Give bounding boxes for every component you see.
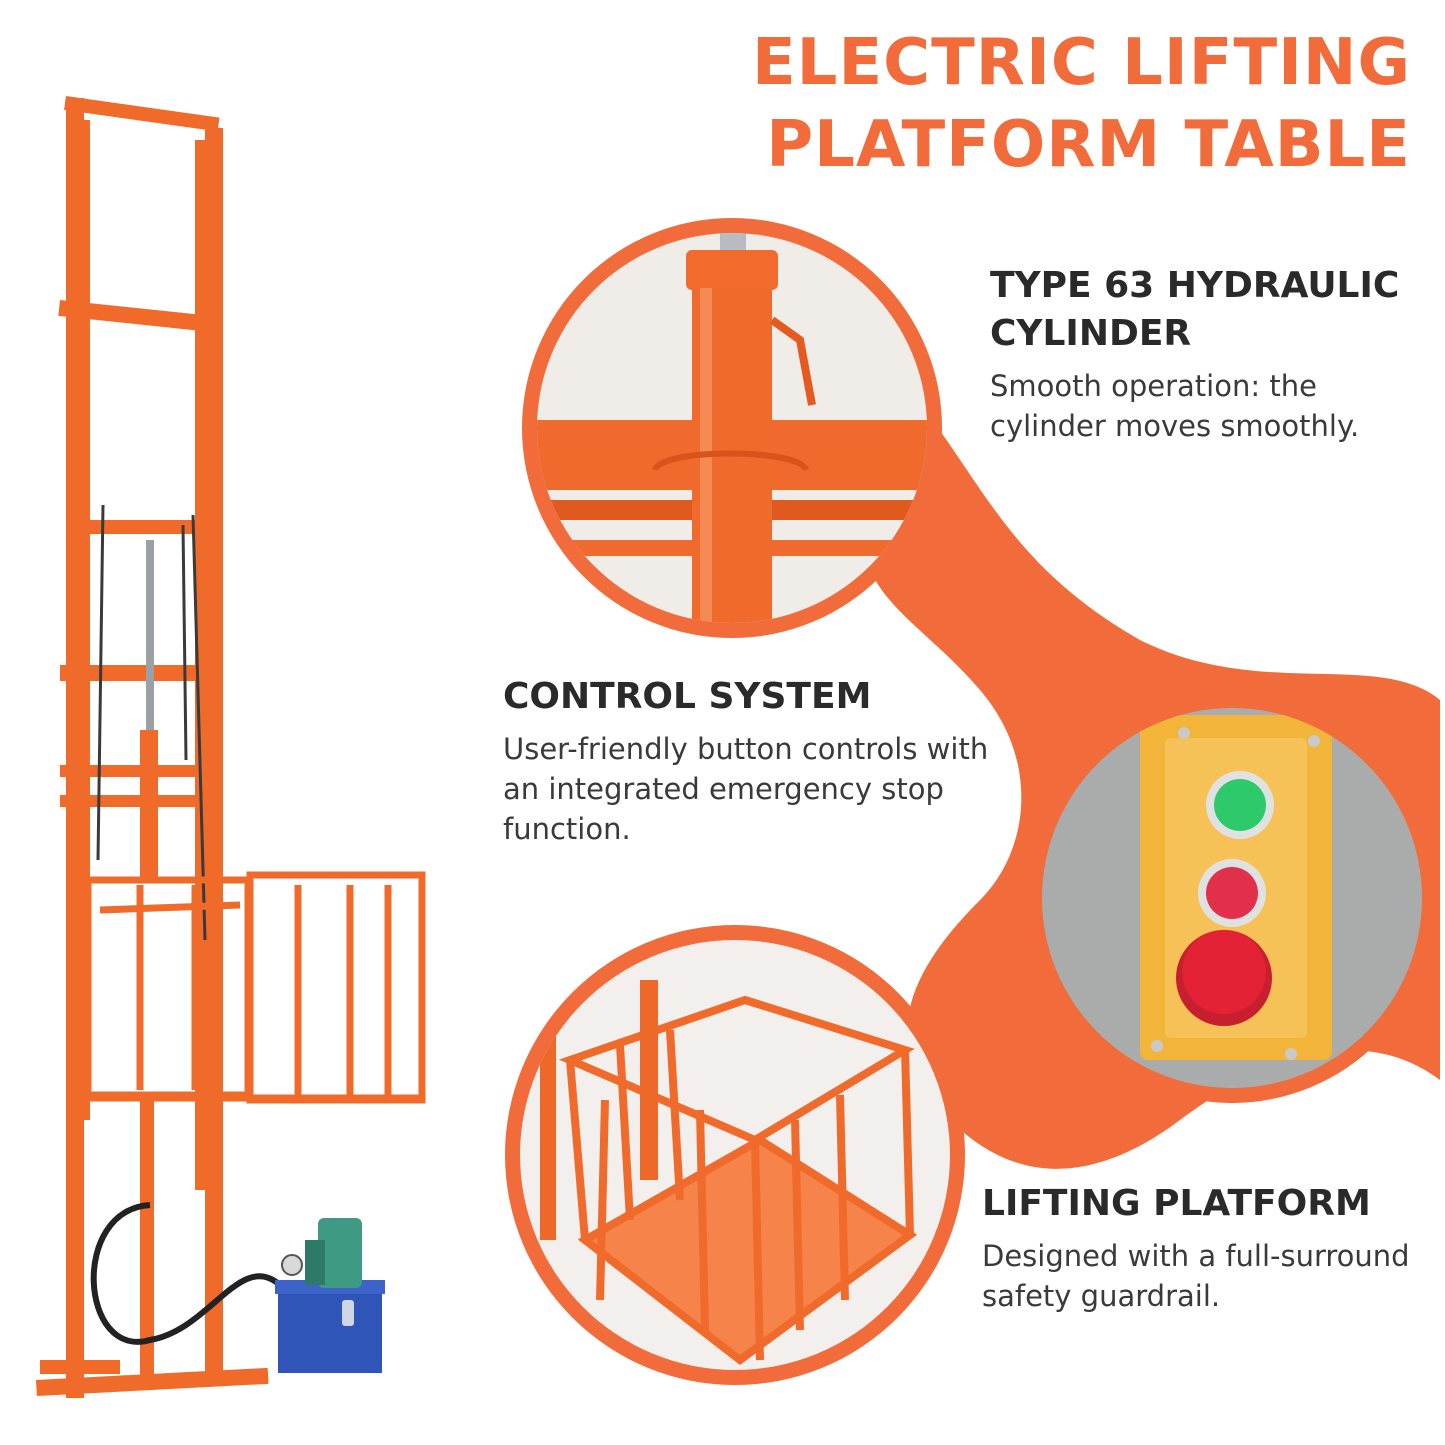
feature-description: Smooth operation: the cylinder moves smo… — [990, 366, 1430, 446]
feature-heading: LIFTING PLATFORM — [982, 1180, 1432, 1228]
feature-description: Designed with a full-surround safety gua… — [982, 1236, 1432, 1316]
feature-control-system: CONTROL SYSTEM User-friendly button cont… — [503, 673, 1043, 849]
control-box-closeup — [1027, 693, 1437, 1103]
feature-description-line: function. — [503, 812, 631, 846]
feature-description-line: safety guardrail. — [982, 1279, 1221, 1313]
title-line-1: ELECTRIC LIFTING — [751, 26, 1411, 100]
feature-heading: TYPE 63 HYDRAULIC CYLINDER — [990, 262, 1430, 358]
feature-description: User-friendly button controls with an in… — [503, 729, 1043, 849]
lifting-platform-closeup — [505, 925, 965, 1385]
feature-heading-line: CONTROL SYSTEM — [503, 676, 872, 717]
feature-description-line: an integrated emergency stop — [503, 772, 944, 806]
hydraulic-cylinder-closeup — [522, 218, 942, 638]
feature-description-line: Smooth operation: the — [990, 369, 1317, 403]
feature-heading: CONTROL SYSTEM — [503, 673, 1043, 721]
feature-description-line: User-friendly button controls with — [503, 732, 989, 766]
feature-heading-line: TYPE 63 HYDRAULIC — [990, 265, 1400, 306]
feature-description-line: cylinder moves smoothly. — [990, 409, 1360, 443]
feature-hydraulic-cylinder: TYPE 63 HYDRAULIC CYLINDER Smooth operat… — [990, 262, 1430, 446]
feature-description-line: Designed with a full-surround — [982, 1239, 1410, 1273]
page-title: ELECTRIC LIFTING PLATFORM TABLE — [752, 22, 1411, 186]
lift-tower-illustration — [36, 96, 426, 1398]
title-line-2: PLATFORM TABLE — [766, 108, 1411, 182]
feature-heading-line: LIFTING PLATFORM — [982, 1183, 1371, 1224]
feature-lifting-platform: LIFTING PLATFORM Designed with a full-su… — [982, 1180, 1432, 1316]
feature-heading-line: CYLINDER — [990, 313, 1192, 354]
